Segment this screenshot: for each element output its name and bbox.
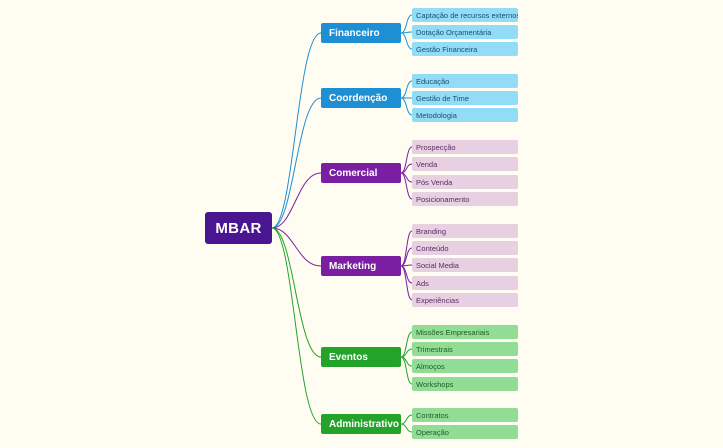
leaf-educacao[interactable]: Educação [412,74,518,88]
leaf-social-media[interactable]: Social Media [412,258,518,272]
leaf-gestao-de-time[interactable]: Gestão de Time [412,91,518,105]
leaf-posicionamento[interactable]: Posicionamento [412,192,518,206]
connector-branch-leaf [400,356,413,385]
leaf-trimestrais[interactable]: Trimestrais [412,342,518,356]
connector-branch-leaf [400,172,413,200]
leaf-venda[interactable]: Venda [412,157,518,171]
connector-root-branch [271,227,322,358]
connector-root-branch [271,227,322,425]
leaf-metodologia[interactable]: Metodologia [412,108,518,122]
leaf-pos-venda[interactable]: Pós Venda [412,175,518,189]
leaf-missoes-empresariais[interactable]: Missões Empresariais [412,325,518,339]
connector-branch-leaf [400,32,413,50]
branch-administrativo[interactable]: Administrativo [321,414,401,434]
leaf-branding[interactable]: Branding [412,224,518,238]
leaf-contratos[interactable]: Contratos [412,408,518,422]
connector-branch-leaf [400,265,413,301]
leaf-prospeccao[interactable]: Prospecção [412,140,518,154]
root-node[interactable]: MBAR [205,212,272,244]
connector-branch-leaf [400,14,413,34]
branch-coordencao[interactable]: Coordenção [321,88,401,108]
leaf-operacao[interactable]: Operação [412,425,518,439]
connector-branch-leaf [400,414,413,425]
connector-root-branch [271,32,322,229]
connector-root-branch [271,227,322,267]
leaf-experiencias[interactable]: Experiências [412,293,518,307]
connector-branch-leaf [400,423,413,433]
branch-comercial[interactable]: Comercial [321,163,401,183]
leaf-workshops[interactable]: Workshops [412,377,518,391]
branch-financeiro[interactable]: Financeiro [321,23,401,43]
branch-marketing[interactable]: Marketing [321,256,401,276]
branch-eventos[interactable]: Eventos [321,347,401,367]
leaf-captacao[interactable]: Captação de recursos externos [412,8,518,22]
leaf-dotacao[interactable]: Dotação Orçamentária [412,25,518,39]
leaf-gestao-financeira[interactable]: Gestão Financeira [412,42,518,56]
connector-root-branch [271,97,322,229]
connector-branch-leaf [400,97,413,116]
connector-branch-leaf [400,80,413,99]
connector-root-branch [271,172,322,229]
leaf-conteudo[interactable]: Conteúdo [412,241,518,255]
leaf-ads[interactable]: Ads [412,276,518,290]
leaf-almocos[interactable]: Almoços [412,359,518,373]
